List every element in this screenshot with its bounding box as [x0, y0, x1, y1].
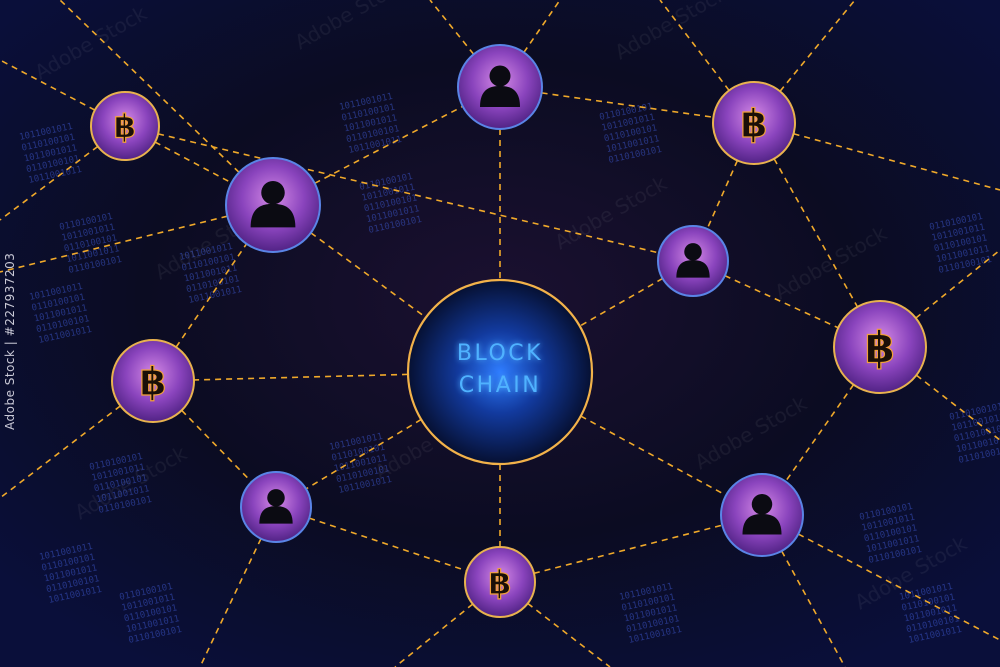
user-icon	[457, 44, 543, 130]
person-body	[480, 86, 520, 107]
connection-link	[659, 0, 730, 91]
connection-link	[0, 59, 96, 111]
connection-link	[915, 249, 1000, 319]
binary-column: 0110100101101100101101101001011011001011…	[599, 102, 663, 166]
user-icon	[720, 473, 804, 557]
connection-link	[793, 133, 1000, 191]
bitcoin-symbol: ฿	[139, 360, 166, 405]
person-head	[751, 494, 773, 515]
center-node-ring	[406, 278, 594, 466]
binary-column: 1011001011011010010110110010110110100101…	[179, 242, 243, 306]
person-body	[250, 203, 296, 228]
connection-link	[59, 0, 240, 173]
user-icon	[657, 225, 729, 297]
connection-link	[154, 141, 232, 184]
connection-link	[0, 405, 121, 499]
binary-column: 0110100101101100101101101001011011001011…	[929, 212, 993, 276]
center-label-line1: BLOCK	[457, 341, 543, 366]
connection-link	[780, 550, 846, 667]
center-node: BLOCK CHAIN	[406, 278, 594, 466]
connection-link	[157, 133, 660, 254]
bitcoin-symbol: ฿	[740, 102, 767, 147]
bitcoin-symbol: ฿	[865, 323, 895, 374]
person-head	[261, 180, 285, 205]
connection-link	[308, 517, 468, 572]
connection-link	[181, 409, 253, 483]
person-body	[676, 260, 710, 278]
node-circle	[90, 91, 160, 161]
node-circle	[712, 81, 796, 165]
connection-link	[779, 0, 856, 92]
node-circle	[111, 339, 195, 423]
connection-link	[314, 105, 464, 185]
connection-link	[305, 418, 422, 490]
connection-link	[429, 0, 475, 55]
connection-link	[579, 277, 664, 327]
connection-link	[541, 92, 714, 119]
person-head	[684, 243, 702, 261]
connection-link	[193, 373, 409, 381]
connection-link	[580, 415, 727, 497]
binary-column: 1011001011011010010110110010110110100101…	[29, 282, 93, 346]
connection-link	[784, 384, 855, 482]
node-circle	[464, 546, 536, 618]
binary-column: 1011001011011010010110110010110110100101…	[19, 122, 83, 186]
person-body	[742, 514, 782, 535]
connection-link	[175, 243, 248, 348]
binary-column: 0110100101101100101101101001011011001011…	[119, 582, 183, 646]
connection-link	[706, 160, 739, 230]
binary-column: 0110100101101100101101101001011011001011…	[359, 172, 423, 236]
bitcoin-icon: ฿	[712, 81, 796, 165]
connection-link	[394, 603, 474, 667]
connection-link	[199, 538, 262, 667]
connection-link	[310, 232, 427, 319]
center-label-line2: CHAIN	[459, 373, 541, 398]
binary-column: 1011001011011010010110110010110110100101…	[339, 92, 403, 156]
person-head	[489, 65, 511, 87]
bitcoin-icon: ฿	[90, 91, 160, 161]
binary-column: 1011001011011010010110110010110110100101…	[619, 582, 683, 646]
binary-column: 0110100101101100101101101001011011001011…	[949, 402, 1000, 466]
user-icon	[240, 471, 312, 543]
binary-column: 0110100101101100101101101001011011001011…	[859, 502, 923, 566]
bitcoin-icon: ฿	[833, 300, 927, 394]
person-head	[267, 489, 285, 507]
connection-link	[797, 533, 1000, 641]
user-icon	[225, 157, 321, 253]
person-body	[259, 506, 293, 524]
connection-link	[915, 374, 1000, 441]
network-nodes: ฿฿฿฿฿	[90, 44, 927, 618]
node-circle	[833, 300, 927, 394]
bitcoin-symbol: ฿	[488, 563, 511, 602]
bitcoin-symbol: ฿	[114, 108, 136, 146]
connection-link	[724, 274, 839, 329]
binary-column: 1011001011011010010110110010110110100101…	[39, 542, 103, 606]
bitcoin-icon: ฿	[464, 546, 536, 618]
binary-column: 0110100101101100101101101001011011001011…	[59, 212, 123, 276]
bitcoin-icon: ฿	[111, 339, 195, 423]
connection-link	[0, 145, 99, 221]
stock-id-label: Adobe Stock | #227937203	[3, 252, 17, 430]
